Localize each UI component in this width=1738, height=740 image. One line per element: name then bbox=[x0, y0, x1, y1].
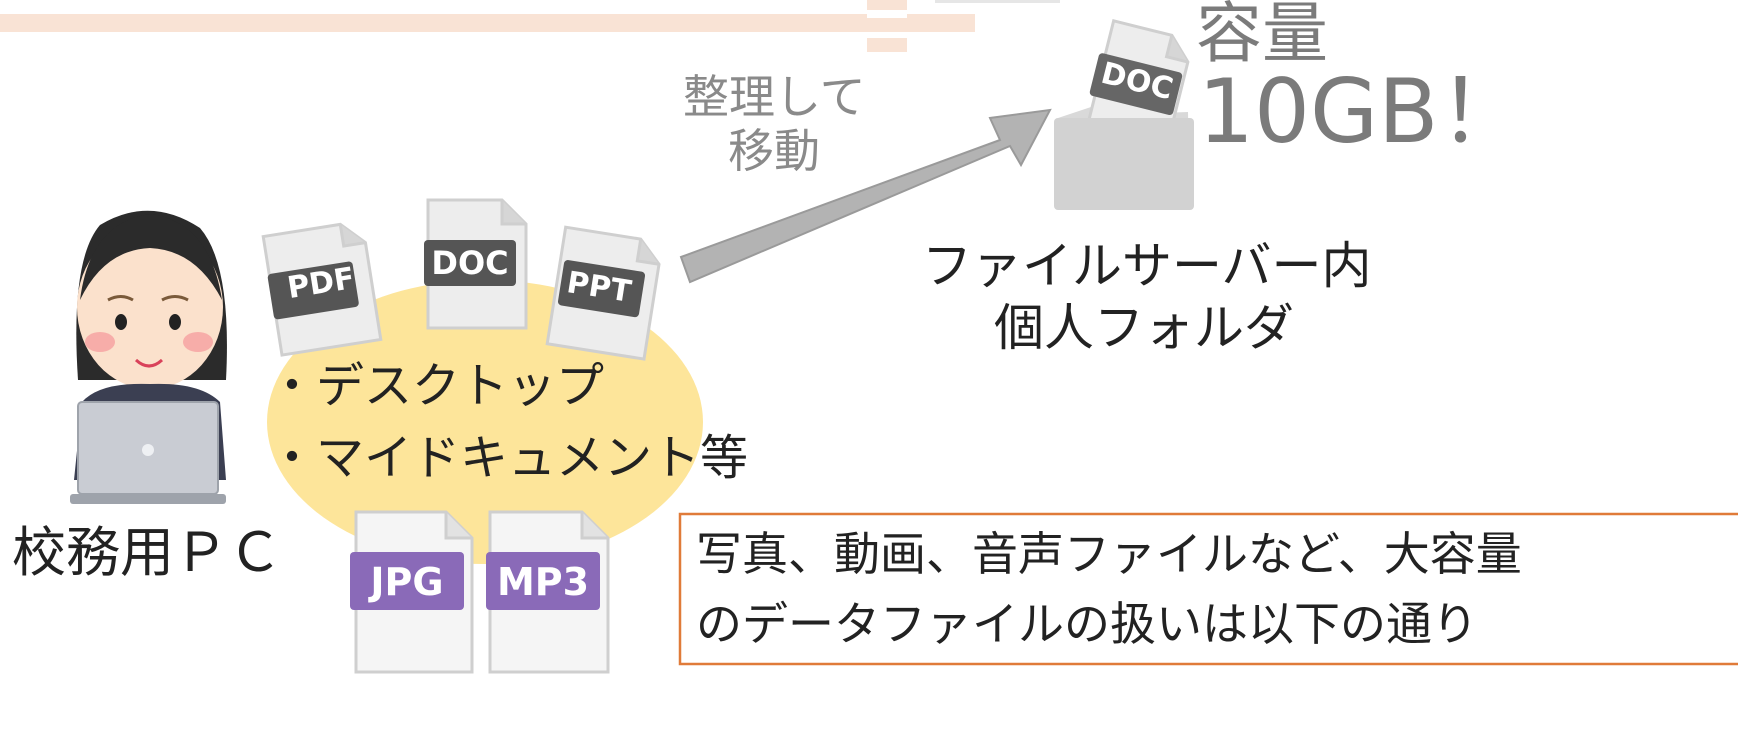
move-arrow bbox=[679, 108, 1052, 284]
move-label-line2: 移動 bbox=[728, 124, 820, 178]
ppt-file-icon bbox=[545, 225, 661, 361]
capacity-value: 10GB！ bbox=[1198, 60, 1527, 163]
capacity-title: 容量 bbox=[1196, 0, 1328, 72]
mp3-file-icon bbox=[486, 510, 610, 674]
server-doc-file-icon bbox=[1084, 19, 1190, 152]
note-box bbox=[678, 512, 1738, 666]
pc-label: 校務用ＰＣ bbox=[12, 521, 282, 584]
location-item-desktop: ・デスクトップ bbox=[268, 358, 605, 414]
server-folder-label-line2: 個人フォルダ bbox=[994, 299, 1294, 357]
header-checker bbox=[867, 0, 907, 52]
teacher-illustration bbox=[70, 210, 227, 504]
doc-file-label: DOC bbox=[431, 244, 509, 282]
header-underline bbox=[935, 0, 1060, 3]
jpg-file-label: JPG bbox=[370, 560, 444, 604]
location-item-documents: ・マイドキュメント等 bbox=[268, 430, 749, 486]
jpg-file-icon bbox=[350, 510, 474, 674]
pdf-file-icon bbox=[261, 222, 383, 357]
server-folder-icon bbox=[1054, 19, 1194, 210]
header-band bbox=[0, 14, 975, 32]
server-folder-label-line1: ファイルサーバー内 bbox=[922, 237, 1372, 295]
move-label-line1: 整理して bbox=[683, 70, 866, 124]
mp3-file-label: MP3 bbox=[496, 560, 590, 604]
note-line2: のデータファイルの扱いは以下の通り bbox=[696, 597, 1478, 651]
doc-file-icon bbox=[424, 198, 528, 330]
note-line1: 写真、動画、音声ファイルなど、大容量 bbox=[696, 527, 1522, 581]
